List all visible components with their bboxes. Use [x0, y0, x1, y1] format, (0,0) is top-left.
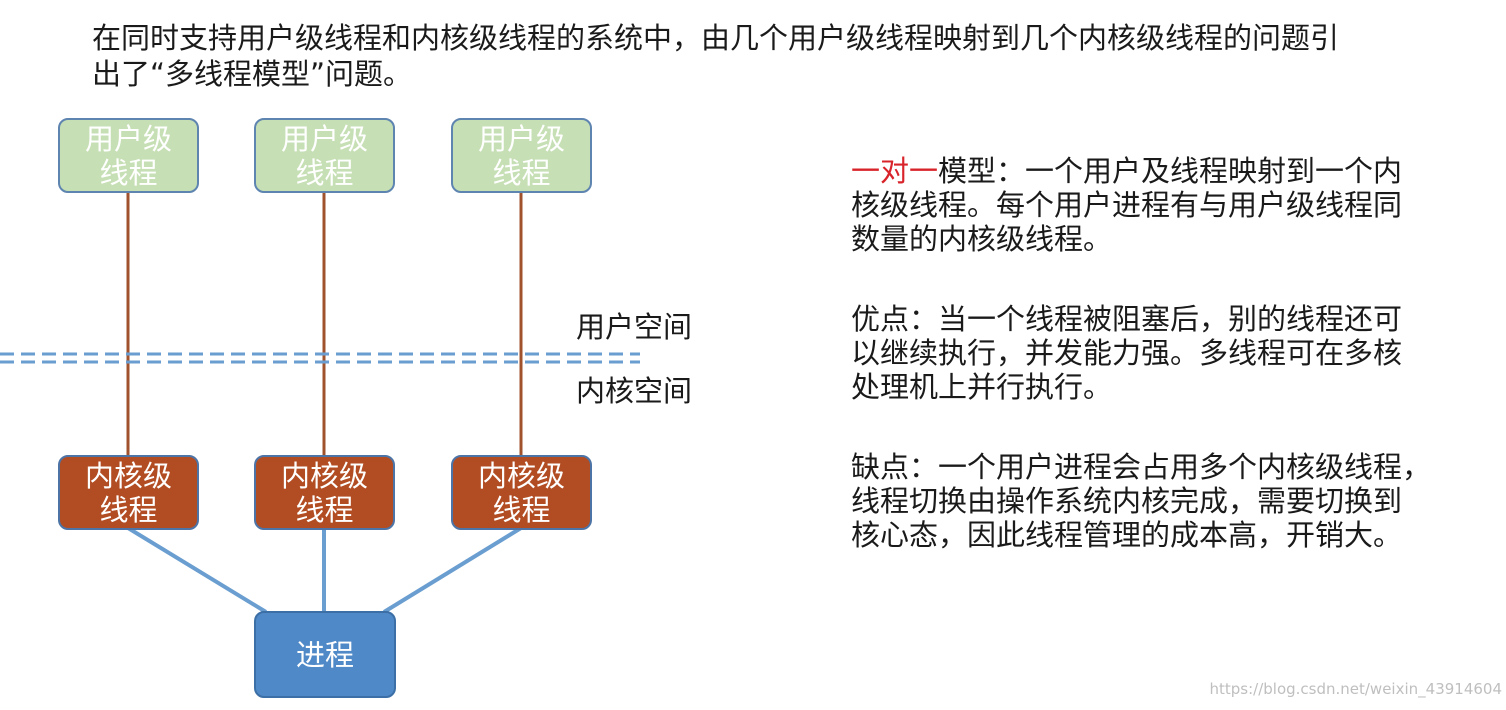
- disadvantages-line-2: 线程切换由操作系统内核完成，需要切换到: [851, 484, 1403, 518]
- user-thread-2-line-1: 用户级: [280, 121, 368, 156]
- advantages-line-1: 优点：当一个线程被阻塞后，别的线程还可: [851, 302, 1403, 336]
- kernel-space-label: 内核空间: [576, 374, 693, 408]
- kernel-thread-2-line-1: 内核级: [280, 458, 368, 493]
- intro-line-1: 在同时支持用户级线程和内核级线程的系统中，由几个用户级线程映射到几个内核级线程的…: [92, 21, 1340, 55]
- model-description-line-1: 一对一模型：一个用户及线程映射到一个内: [851, 154, 1451, 188]
- kernel-thread-2: 内核级 线程: [254, 455, 395, 530]
- model-description-line-3: 数量的内核级线程。: [851, 222, 1113, 256]
- advantages-text: 优点：当一个线程被阻塞后，别的线程还可 以继续执行，并发能力强。多线程可在多核 …: [851, 302, 1451, 404]
- kernel-thread-1-line-1: 内核级: [84, 458, 172, 493]
- model-name-highlight: 一对一: [851, 154, 939, 188]
- process-link-1: [126, 526, 268, 614]
- user-thread-1-line-2: 线程: [99, 155, 158, 190]
- user-space-label: 用户空间: [576, 310, 693, 344]
- disadvantages-line-3: 核心态，因此线程管理的成本高，开销大。: [851, 518, 1403, 552]
- intro-line-2: 出了“多线程模型”问题。: [92, 57, 413, 91]
- kernel-thread-1-line-2: 线程: [99, 492, 158, 527]
- source-watermark: https://blog.csdn.net/weixin_43914604: [1209, 680, 1502, 698]
- kernel-thread-3: 内核级 线程: [451, 455, 592, 530]
- process-label: 进程: [295, 637, 354, 672]
- kernel-thread-1: 内核级 线程: [58, 455, 199, 530]
- user-thread-2: 用户级 线程: [254, 118, 395, 193]
- advantages-line-2: 以继续执行，并发能力强。多线程可在多核: [851, 336, 1403, 370]
- user-thread-3-line-2: 线程: [492, 155, 551, 190]
- intro-text: 在同时支持用户级线程和内核级线程的系统中，由几个用户级线程映射到几个内核级线程的…: [92, 20, 1432, 92]
- disadvantages-text: 缺点：一个用户进程会占用多个内核级线程， 线程切换由操作系统内核完成，需要切换到…: [851, 450, 1451, 552]
- process-node: 进程: [254, 611, 396, 698]
- model-description-line-1-rest: 模型：一个用户及线程映射到一个内: [938, 154, 1403, 188]
- model-description-line-2: 核级线程。每个用户进程有与用户级线程同: [851, 188, 1403, 222]
- kernel-thread-3-line-2: 线程: [492, 492, 551, 527]
- advantages-line-3: 处理机上并行执行。: [851, 370, 1113, 404]
- user-thread-3-line-1: 用户级: [477, 121, 565, 156]
- user-thread-1-line-1: 用户级: [84, 121, 172, 156]
- user-thread-2-line-2: 线程: [295, 155, 354, 190]
- kernel-thread-3-line-1: 内核级: [477, 458, 565, 493]
- user-thread-1: 用户级 线程: [58, 118, 199, 193]
- kernel-thread-2-line-2: 线程: [295, 492, 354, 527]
- model-description: 一对一模型：一个用户及线程映射到一个内 核级线程。每个用户进程有与用户级线程同 …: [851, 154, 1451, 256]
- user-thread-3: 用户级 线程: [451, 118, 592, 193]
- disadvantages-line-1: 缺点：一个用户进程会占用多个内核级线程，: [851, 450, 1432, 484]
- process-link-3: [382, 526, 523, 614]
